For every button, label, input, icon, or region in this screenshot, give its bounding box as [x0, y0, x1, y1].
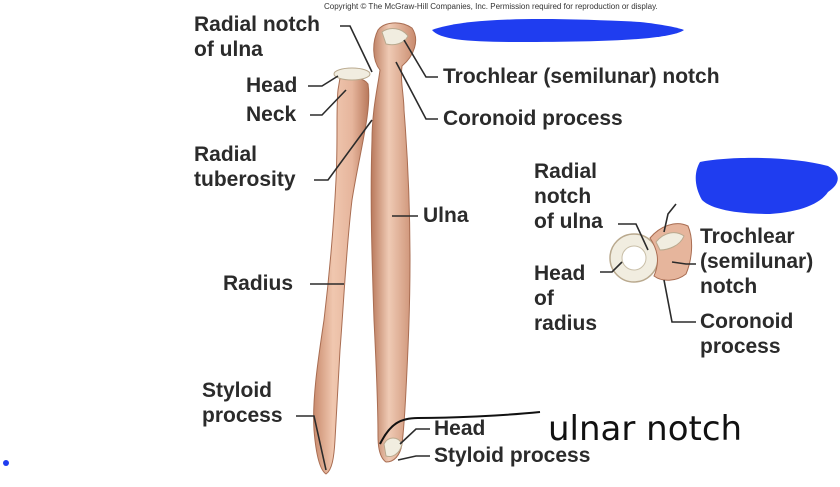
inset-leader-coronoid	[663, 279, 696, 323]
label-radial-tuberosity-line1: Radial	[194, 143, 257, 166]
leader-coronoid-process	[395, 61, 438, 120]
label-head: Head	[246, 74, 297, 97]
inset-label-head-of-radius-line1: Head	[534, 262, 585, 285]
inset-trochlear-cartilage	[655, 232, 685, 251]
blue-dot	[3, 460, 9, 466]
inset-label-radial-notch-line2: notch	[534, 185, 591, 208]
leader-head-of-ulna	[399, 428, 430, 445]
inset-illustration	[609, 223, 693, 283]
label-trochlear-notch: Trochlear (semilunar) notch	[443, 65, 720, 88]
inset-leader-trochlear	[671, 261, 696, 265]
inset-radius-head-inner	[621, 245, 647, 271]
leader-styloid-process-left	[296, 415, 327, 471]
label-coronoid-process: Coronoid process	[443, 107, 623, 130]
label-ulna: Ulna	[423, 204, 469, 227]
copyright-text: Copyright © The McGraw-Hill Companies, I…	[324, 2, 658, 11]
label-radial-notch-of-ulna-line1: Radial notch	[194, 13, 320, 36]
inset-label-radial-notch-line3: of ulna	[534, 210, 603, 233]
leader-radial-notch	[340, 25, 373, 73]
inset-leader-scribble	[663, 203, 677, 233]
label-styloid-process-left-line1: Styloid	[202, 379, 272, 402]
inset-label-trochlear-line1: Trochlear	[700, 225, 795, 248]
ulna-bone	[370, 22, 417, 463]
leader-styloid-process-ulna	[397, 455, 430, 461]
inset-leader-radial-notch	[618, 223, 649, 251]
radius-bone	[313, 67, 371, 475]
leader-neck	[310, 89, 347, 116]
inset-label-coronoid-line1: Coronoid	[700, 310, 793, 333]
label-styloid-process-ulna: Styloid process	[434, 444, 590, 467]
inset-label-trochlear-line3: notch	[700, 275, 757, 298]
leader-radial-tuberosity	[314, 119, 373, 181]
inset-label-coronoid-line2: process	[700, 335, 781, 358]
label-radius: Radius	[223, 272, 293, 295]
leader-head	[308, 75, 339, 87]
inset-label-head-of-radius-line2: of	[534, 287, 555, 310]
handwritten-underline	[379, 411, 541, 445]
inset-ulna	[649, 223, 693, 281]
label-head-of-ulna: Head	[434, 417, 485, 440]
inset-label-radial-notch-line1: Radial	[534, 160, 597, 183]
label-neck: Neck	[246, 103, 297, 126]
ulna-trochlear-cartilage	[381, 28, 409, 46]
leader-trochlear-notch	[403, 39, 438, 78]
inset-leader-head-of-radius	[600, 261, 623, 273]
label-radial-notch-of-ulna-line2: of ulna	[194, 38, 263, 61]
blue-scribble-inset	[695, 157, 838, 214]
label-radial-tuberosity-line2: tuberosity	[194, 168, 296, 191]
label-styloid-process-left-line2: process	[202, 404, 283, 427]
ulna-head-cartilage	[383, 437, 403, 457]
handwritten-ulnar-notch: ulnar notch	[548, 409, 742, 449]
inset-label-trochlear-line2: (semilunar)	[700, 250, 813, 273]
blue-scribble-top	[432, 19, 684, 42]
radius-head-cartilage	[333, 67, 371, 81]
inset-label-head-of-radius-line3: radius	[534, 312, 597, 335]
